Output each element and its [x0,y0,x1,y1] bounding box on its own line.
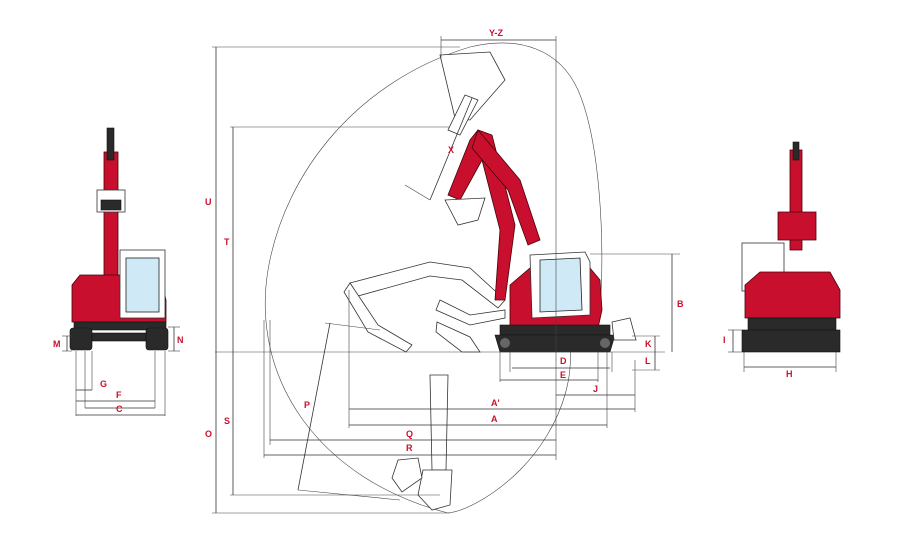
label-k: K [645,339,652,349]
ghost-arm-positions [343,51,506,511]
label-m: M [53,339,61,349]
label-l: L [645,356,651,366]
label-r: R [406,443,413,453]
label-e: E [560,370,566,380]
label-a: A [491,414,498,424]
label-p: P [304,400,310,410]
label-q: Q [406,429,413,439]
label-j: J [593,384,598,394]
side-view-dimensions [212,36,680,514]
label-x: X [448,145,454,155]
label-i: I [723,335,726,345]
label-n: N [177,335,184,345]
label-o: O [205,429,212,439]
rear-view-machine [741,141,841,353]
working-range-envelope [264,42,603,514]
side-view-arm [444,129,541,301]
label-f: F [116,390,122,400]
label-a-prime: A' [491,398,500,408]
side-view-machine [494,251,637,353]
label-g: G [100,379,107,389]
label-b: B [677,299,684,309]
label-y-z: Y-Z [489,28,504,38]
label-t: T [224,237,230,247]
label-c: C [116,404,123,414]
front-view-machine [69,127,169,351]
label-u: U [205,197,212,207]
label-s: S [224,416,230,426]
rear-view-dimensions [728,329,837,372]
label-d: D [560,356,567,366]
front-view-dimensions [62,326,180,416]
label-h: H [786,369,793,379]
